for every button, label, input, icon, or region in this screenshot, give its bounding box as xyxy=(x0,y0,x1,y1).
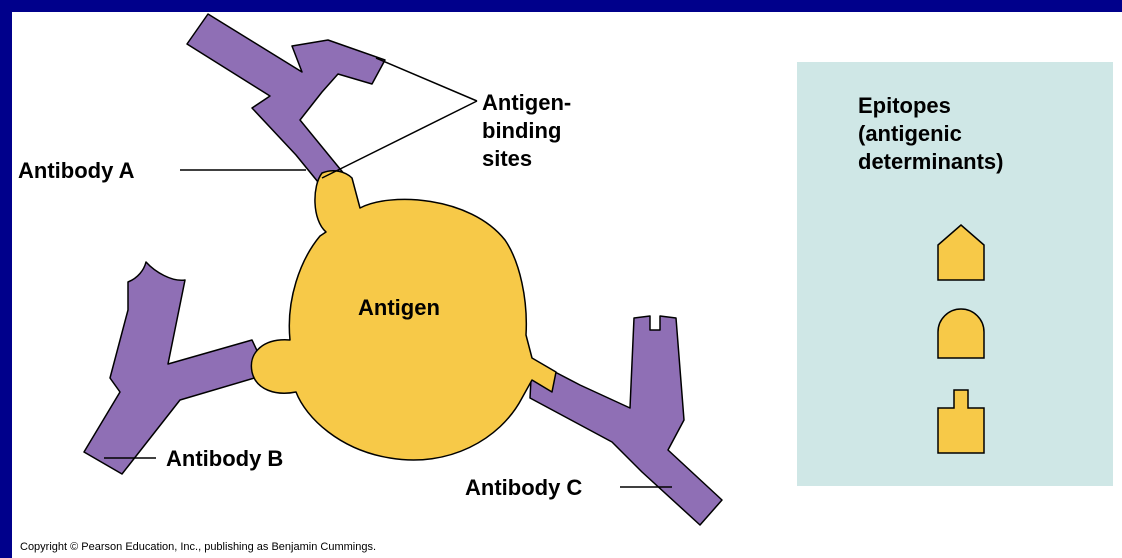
antigen-label: Antigen xyxy=(358,295,440,320)
copyright-text: Copyright © Pearson Education, Inc., pub… xyxy=(20,541,376,553)
slide: Antigen Antibody A Antibody B Antibody C… xyxy=(12,12,1122,558)
epitopes-title-line3: determinants) xyxy=(858,149,1003,174)
binding-sites-label-line1: Antigen- xyxy=(482,90,571,115)
antibody-b-label: Antibody B xyxy=(166,446,283,471)
antibody-a-label: Antibody A xyxy=(18,158,135,183)
antibody-c-label: Antibody C xyxy=(465,475,582,500)
binding-sites-label-line2: binding xyxy=(482,118,561,143)
antibody-b-shape xyxy=(84,262,268,474)
binding-site-leader-upper xyxy=(376,58,477,101)
epitopes-title-line1: Epitopes xyxy=(858,93,951,118)
rounded-epitope-icon xyxy=(938,309,984,358)
binding-sites-label-line3: sites xyxy=(482,146,532,171)
epitopes-title-line2: (antigenic xyxy=(858,121,962,146)
antibody-antigen-diagram: Antigen Antibody A Antibody B Antibody C… xyxy=(12,12,1122,558)
antibody-a-shape xyxy=(187,14,385,210)
binding-site-leader-lower xyxy=(322,101,477,178)
